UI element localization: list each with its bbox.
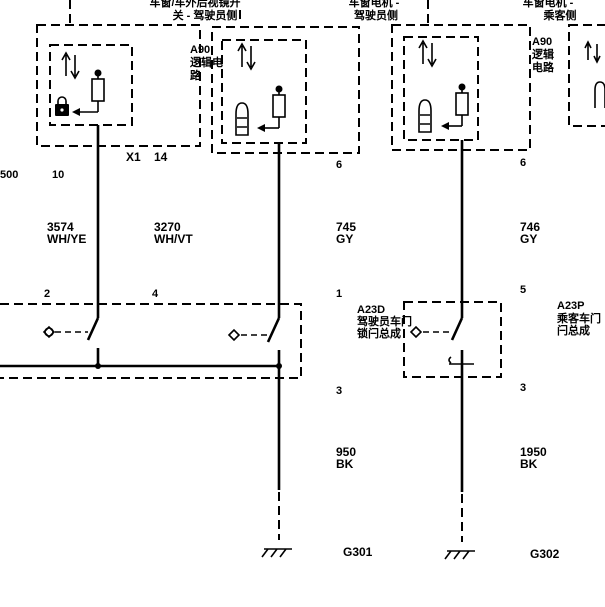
lock-icon — [55, 96, 69, 116]
driver-motor-title-2: 驾驶员侧 — [353, 8, 398, 22]
driver-lock-name-1: A23D — [357, 304, 385, 316]
passenger-motor-title-1: 车窗电机 - — [523, 0, 574, 9]
mirror-switch-module — [36, 0, 241, 147]
wire-1950-circuit: 1950 — [520, 445, 547, 459]
passenger-lock-name-2: 乘客车门 — [556, 311, 601, 325]
wire-950-circuit: 950 — [336, 445, 356, 459]
wire-950-color: BK — [336, 457, 354, 471]
driver-lock-name-3: 锁闩总成 — [357, 326, 401, 340]
mirror-switch-title-1: 车窗/车外后视镜开 — [149, 0, 240, 9]
up-down-arrows-icon — [418, 39, 437, 68]
passenger-logic-label-2: 逻辑 — [532, 47, 554, 61]
driver-lock-name-2: 驾驶员车门 — [356, 314, 412, 328]
passenger-lock-pin-5: 5 — [520, 284, 526, 296]
car-icon — [418, 99, 432, 133]
driver-lock-pin-3: 3 — [336, 385, 342, 397]
connector-x1-label: X1 — [126, 150, 141, 164]
passenger-logic-label-3: 电路 — [532, 60, 555, 74]
pin-10-label: 10 — [52, 169, 64, 181]
ground-symbol-icon — [444, 550, 475, 560]
passenger-motor-module: A90 逻辑 电路 — [391, 0, 605, 151]
driver-logic-label-3: 路 — [190, 68, 202, 82]
passenger-lock-name-3: 闩总成 — [557, 323, 590, 337]
wire-746-circuit: 746 — [520, 220, 540, 234]
ground-g302-label: G302 — [530, 547, 560, 561]
driver-motor-module: A90 逻辑电 路 — [190, 26, 360, 154]
door-lock-switch-block — [0, 303, 302, 379]
passenger-lock-pin-3: 3 — [520, 382, 526, 394]
passenger-logic-label-1: A90 — [532, 36, 552, 48]
wire-746-color: GY — [520, 232, 537, 246]
wire-3270-circuit: 3270 — [154, 220, 181, 234]
lock-switch-pin-2: 2 — [44, 288, 50, 300]
car-icon — [235, 102, 249, 136]
driver-motor-title-1: 车窗电机 - — [349, 0, 400, 9]
driver-door-lock-assembly — [403, 301, 502, 378]
wire-3574-circuit: 3574 — [47, 220, 74, 234]
passenger-motor-pin-6: 6 — [520, 157, 526, 169]
driver-logic-label-1: A90 — [190, 44, 210, 56]
ground-symbol-icon — [261, 548, 292, 558]
mirror-switch-title-2: 关 - 驾驶员侧 — [173, 8, 238, 22]
passenger-motor-title-2: 乘客侧 — [543, 8, 577, 22]
lock-switch-pin-4: 4 — [152, 288, 159, 300]
wire-3270-color: WH/VT — [154, 232, 193, 246]
wire-3574-color: WH/YE — [47, 232, 86, 246]
up-down-arrows-icon — [61, 51, 80, 80]
wire-745-color: GY — [336, 232, 353, 246]
wire-745-circuit: 745 — [336, 220, 356, 234]
driver-lock-pin-1: 1 — [336, 288, 342, 300]
ground-g301-label: G301 — [343, 545, 373, 559]
driver-logic-label-2: 逻辑电 — [190, 55, 223, 69]
driver-motor-pin-6: 6 — [336, 159, 342, 171]
pin-14-label: 14 — [154, 150, 168, 164]
pin-500-label: 500 — [0, 169, 18, 181]
up-down-arrows-icon — [237, 42, 256, 71]
wire-1950-color: BK — [520, 457, 538, 471]
passenger-lock-name-1: A23P — [557, 300, 585, 312]
